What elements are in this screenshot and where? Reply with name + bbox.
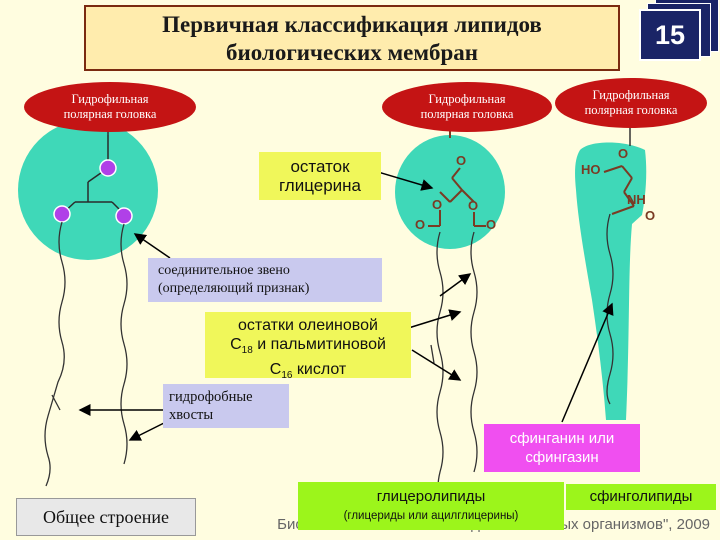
sphingo-head-shape (575, 142, 647, 420)
label-glycerol-residue: остаток глицерина (259, 152, 381, 200)
glycero-tail-right (470, 231, 478, 473)
sphingo-hydroxyl: HO (581, 162, 601, 177)
label-connecting-link: соединительное звено (определяющий призн… (148, 258, 382, 302)
general-tail-right (120, 223, 128, 465)
head-sphere-left (53, 205, 71, 223)
glycero-skeleton (428, 167, 486, 227)
label-glycerolipids: глицеролипиды (глицериды или ацилглицери… (298, 482, 564, 530)
sphingo-oxygen-top: O (618, 146, 629, 161)
slide-number-badge: 15 (639, 9, 701, 61)
head-sphere-top (99, 159, 117, 177)
glycero-carbonyl-o-right: O (486, 217, 497, 232)
glycero-oxygen-top: O (456, 153, 467, 168)
slide-title-line2: биологических мембран (225, 40, 479, 65)
glycero-oxygen-left: O (432, 197, 443, 212)
label-hydrophilic-head-middle: Гидрофильная полярная головка (382, 82, 552, 132)
general-tail-left (44, 221, 66, 487)
label-hydrophilic-head-right: Гидрофильная полярная головка (555, 78, 707, 128)
glycero-oxygen-right: O (468, 198, 479, 213)
slide-title: Первичная классификация липидов биологич… (84, 5, 620, 71)
label-hydrophobic-tails: гидрофобные хвосты (163, 384, 289, 428)
glycero-carbonyl-o-left: O (415, 217, 426, 232)
label-fatty-acid-residues: остатки олеиновой С18 и пальмитиновой С1… (205, 312, 411, 381)
sphingo-amide-nh: NH (627, 192, 646, 207)
label-sphinganine: сфинганин или сфингазин (484, 424, 640, 472)
slide-title-line1: Первичная классификация липидов (162, 12, 542, 37)
label-sphingolipids: сфинголипиды (566, 484, 716, 510)
sphingo-skeleton (603, 165, 635, 215)
label-general-structure: Общее строение (16, 498, 196, 536)
glycero-head-circle (395, 135, 505, 249)
glycero-tail-left (436, 231, 444, 503)
double-bond-mark (51, 394, 61, 411)
callout-arrows (78, 171, 614, 441)
head-sphere-right (115, 207, 133, 225)
label-hydrophilic-head-left: Гидрофильная полярная головка (24, 82, 196, 132)
sphingo-amide-o: O (645, 208, 656, 223)
glycero-double-bond (430, 344, 435, 364)
